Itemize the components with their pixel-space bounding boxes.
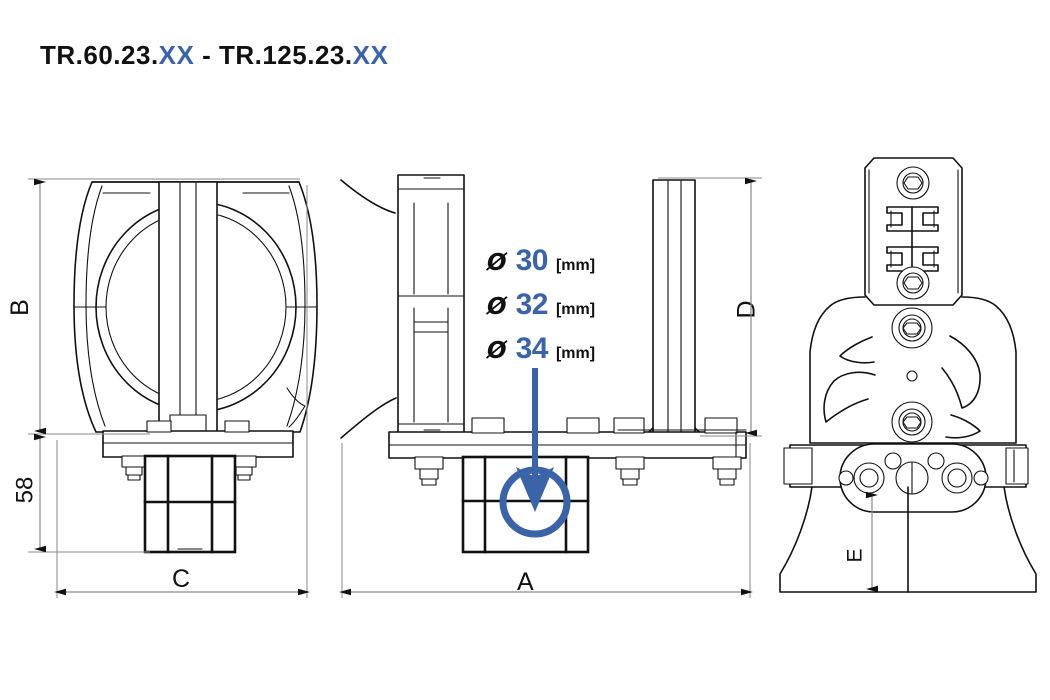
diameter-value: 30	[515, 244, 549, 277]
title-variant-1: XX	[158, 40, 195, 70]
center-post	[158, 181, 218, 453]
middle-view	[340, 174, 747, 554]
diameter-pointer-annotation	[499, 368, 571, 538]
lower-hex-bolt	[896, 266, 930, 300]
middle-base-bolts	[414, 456, 742, 486]
title-prefix-2: TR.125.23.	[218, 40, 353, 70]
diameter-unit: [mm]	[555, 301, 596, 318]
i-beam-profile	[886, 206, 939, 272]
flared-base	[779, 486, 1037, 593]
lower-clamp-block	[143, 454, 237, 554]
diameter-option-30: Ø 30 [mm]	[487, 246, 595, 290]
post-stub	[169, 414, 207, 433]
upper-plate	[864, 157, 963, 306]
bracket-body	[809, 296, 1017, 444]
diameter-value: 34	[515, 332, 549, 365]
diameter-options-list: Ø 30 [mm] Ø 32 [mm] Ø 34 [mm]	[487, 246, 595, 378]
bell-profile	[340, 179, 397, 439]
oval-hub-plate	[838, 443, 989, 513]
diameter-icon: Ø	[487, 338, 507, 364]
diameter-icon: Ø	[487, 294, 507, 320]
dimension-label-A: A	[517, 568, 534, 596]
right-post	[646, 179, 702, 435]
page-title: TR.60.23.XX - TR.125.23.XX	[40, 42, 388, 68]
pointer-arrowhead	[516, 467, 554, 512]
middle-view-dimensions	[339, 177, 762, 598]
diameter-option-32: Ø 32 [mm]	[487, 290, 595, 334]
dimension-label-C: C	[172, 565, 191, 593]
left-view	[73, 181, 318, 554]
top-hex-bolt	[896, 166, 930, 200]
pointer-circle	[499, 466, 571, 538]
left-view-dimensions	[28, 178, 310, 598]
upper-lever	[839, 307, 981, 409]
center-hole	[906, 370, 918, 382]
diameter-icon: Ø	[487, 250, 507, 276]
diameter-option-34: Ø 34 [mm]	[487, 334, 595, 378]
right-view	[779, 157, 1037, 593]
diameter-unit: [mm]	[555, 257, 596, 274]
diameter-value: 32	[515, 288, 549, 321]
diameter-unit: [mm]	[555, 345, 596, 362]
title-prefix-1: TR.60.23.	[40, 40, 159, 70]
side-column	[397, 174, 465, 434]
title-separator: -	[194, 40, 219, 70]
lower-lever	[823, 371, 981, 443]
title-variant-2: XX	[352, 40, 389, 70]
